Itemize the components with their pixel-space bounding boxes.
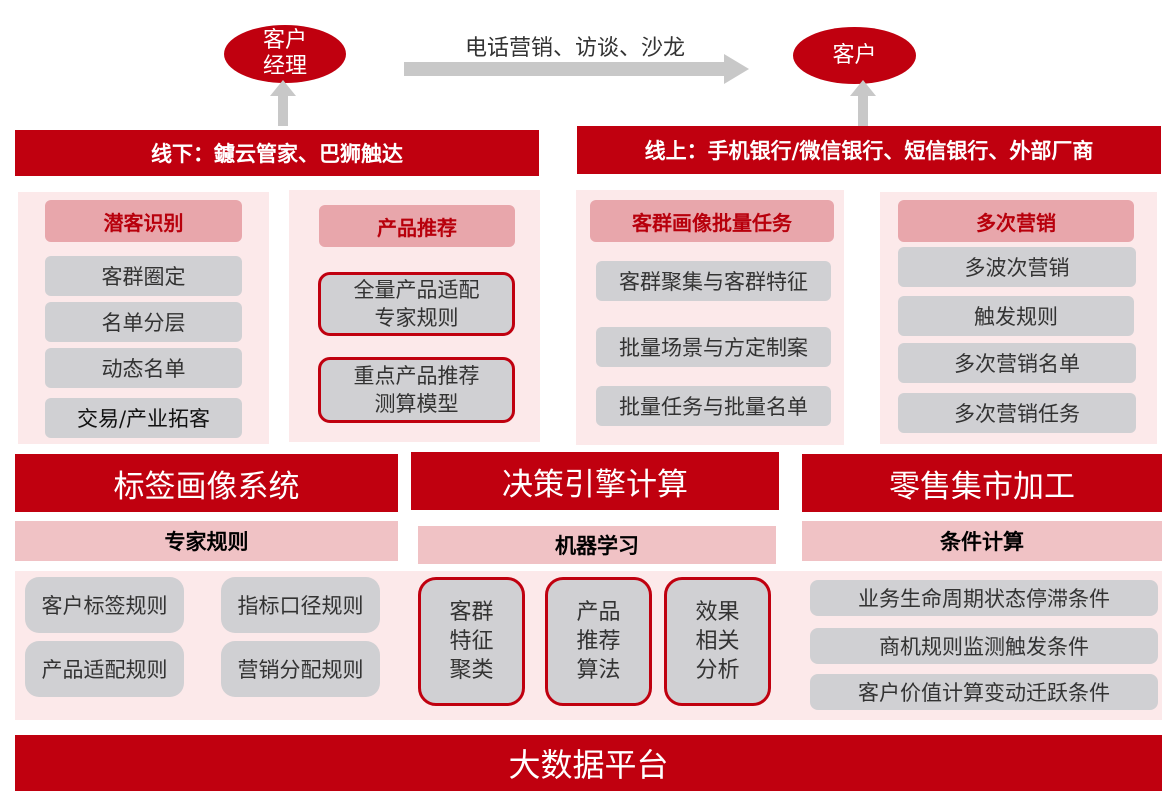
ml-item: 产品 推荐 算法: [545, 577, 652, 706]
customer-label: 客户: [832, 42, 877, 68]
customer-node: 客户: [793, 27, 916, 84]
right-arrow-icon: [404, 54, 749, 84]
panel-multi-title: 多次营销: [898, 200, 1134, 242]
system-label: 决策引擎计算: [502, 466, 688, 503]
multi-item: 多次营销任务: [898, 393, 1136, 433]
portrait-item: 批量任务与批量名单: [596, 386, 831, 426]
offline-channel-bar: 线下：鑢云管家、巴狮触达: [15, 130, 539, 176]
method-band-expert-rules: 专家规则: [15, 521, 398, 561]
up-arrow-right-icon: [850, 80, 876, 126]
system-bar-tag-portrait: 标签画像系统: [15, 454, 398, 512]
platform-label: 大数据平台: [508, 746, 669, 784]
channels-label: 电话营销、访谈、沙龙: [464, 36, 685, 61]
multi-item: 触发规则: [898, 296, 1134, 336]
latent-item: 动态名单: [45, 348, 242, 388]
ml-item-label: 效果 相关 分析: [695, 600, 740, 683]
portrait-item: 客群聚集与客群特征: [596, 261, 831, 301]
method-band-condition-calc: 条件计算: [802, 521, 1162, 561]
panel-latent-title: 潜客识别: [45, 200, 242, 242]
panel-product-title: 产品推荐: [319, 205, 515, 247]
expert-rule-item: 营销分配规则: [221, 641, 380, 697]
expert-rule-item: 客户标签规则: [25, 577, 184, 633]
product-item: 重点产品推荐 测算模型: [318, 357, 515, 423]
ml-item-label: 客群 特征 聚类: [449, 600, 494, 683]
customer-manager-node: 客户 经理: [224, 25, 346, 83]
system-label: 标签画像系统: [113, 468, 300, 505]
expert-rule-item: 指标口径规则: [221, 577, 380, 633]
condition-item: 商机规则监测触发条件: [810, 628, 1158, 664]
multi-item: 多次营销名单: [898, 343, 1136, 383]
offline-channel-label: 线下：鑢云管家、巴狮触达: [151, 141, 403, 166]
system-bar-retail-mart: 零售集市加工: [802, 454, 1162, 512]
ml-item-label: 产品 推荐 算法: [576, 600, 621, 683]
portrait-item: 批量场景与方定制案: [596, 327, 831, 367]
product-item: 全量产品适配 专家规则: [318, 272, 515, 336]
up-arrow-left-icon: [270, 80, 296, 126]
customer-manager-label: 客户 经理: [262, 28, 307, 79]
panel-portrait-title: 客群画像批量任务: [590, 200, 834, 242]
multi-item: 多波次营销: [898, 247, 1136, 287]
product-item-label: 全量产品适配 专家规则: [353, 278, 480, 330]
latent-item: 名单分层: [45, 302, 242, 342]
expert-rule-item: 产品适配规则: [25, 641, 184, 697]
product-item-label: 重点产品推荐 测算模型: [353, 364, 480, 416]
online-channel-label: 线上：手机银行/微信银行、短信银行、外部厂商: [644, 138, 1094, 163]
method-band-machine-learning: 机器学习: [418, 526, 776, 564]
latent-item: 客群圈定: [45, 256, 242, 296]
system-bar-decision-engine: 决策引擎计算: [411, 452, 779, 510]
condition-item: 业务生命周期状态停滞条件: [810, 580, 1158, 616]
system-label: 零售集市加工: [889, 468, 1075, 505]
ml-item: 效果 相关 分析: [664, 577, 771, 706]
condition-item: 客户价值计算变动迁跃条件: [810, 674, 1158, 710]
latent-item: 交易/产业拓客: [45, 398, 242, 438]
big-data-platform-bar: 大数据平台: [15, 735, 1162, 791]
online-channel-bar: 线上：手机银行/微信银行、短信银行、外部厂商: [577, 126, 1161, 174]
ml-item: 客群 特征 聚类: [418, 577, 525, 706]
